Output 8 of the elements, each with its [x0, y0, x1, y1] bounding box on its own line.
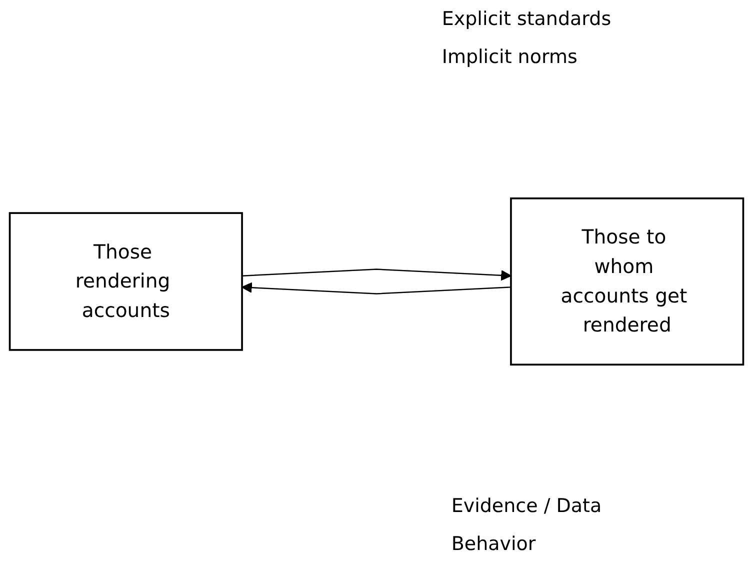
note-text: Evidence / Data [451, 495, 602, 517]
node-box: Those rendering accounts [8, 212, 243, 351]
arrow [242, 282, 511, 294]
arrow [242, 268, 512, 281]
node-box: Those to whom accounts get rendered [510, 197, 744, 366]
note-text: Behavior [451, 533, 536, 555]
note-text: Implicit norms [442, 46, 578, 68]
note-text: Explicit standards [442, 8, 612, 30]
